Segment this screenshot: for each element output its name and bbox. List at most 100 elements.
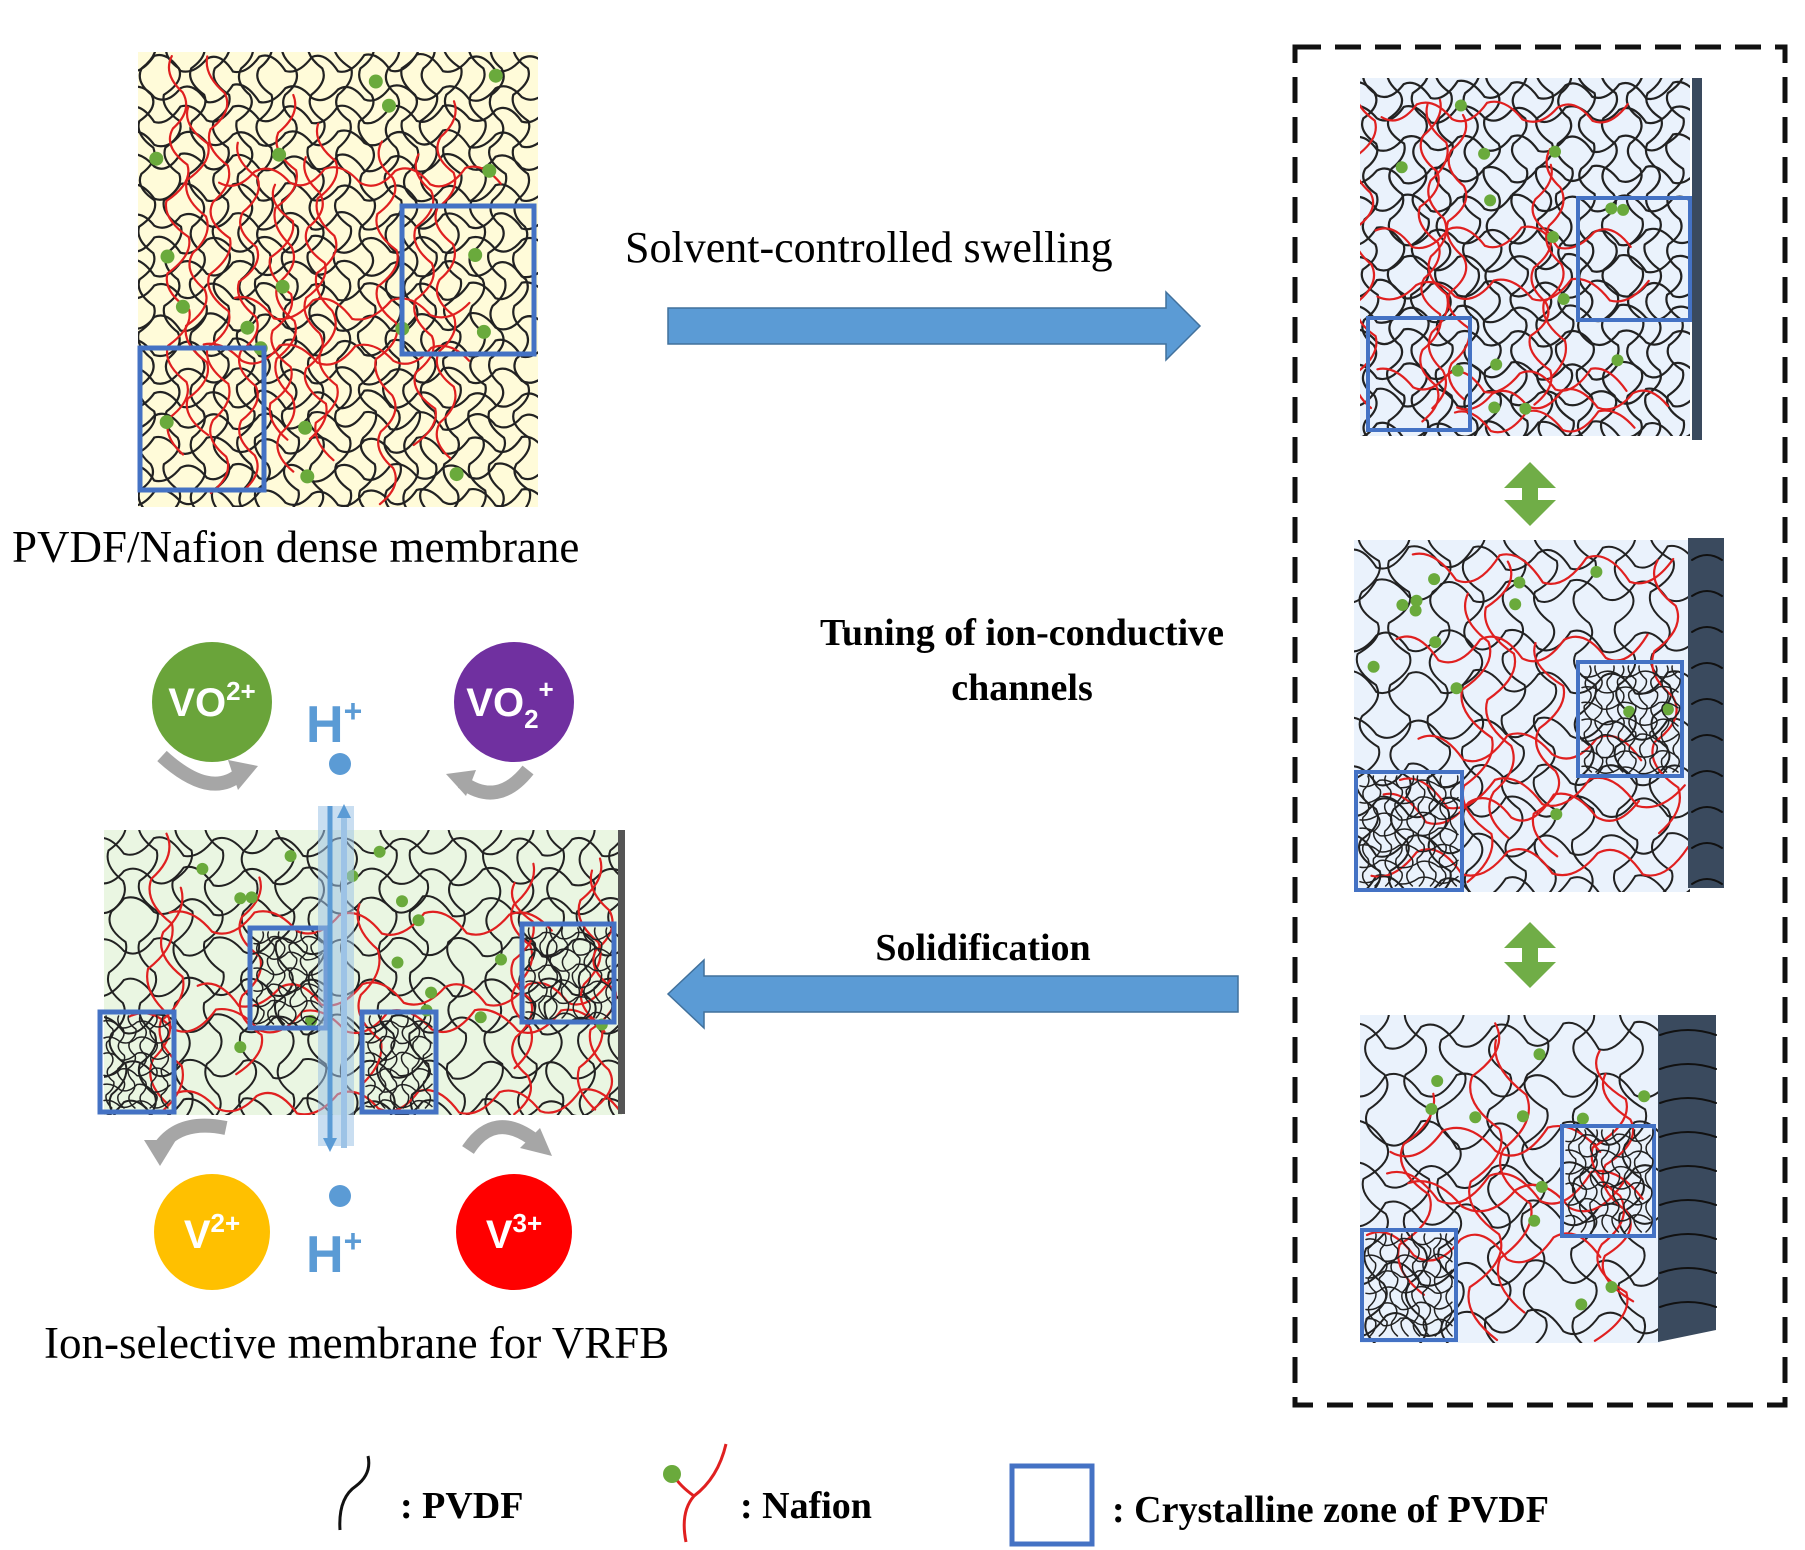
crystalline-chain	[1565, 1149, 1651, 1158]
nafion-bead	[476, 324, 491, 339]
crystalline-zone-box	[1360, 1228, 1458, 1342]
nafion-bead	[1519, 402, 1532, 415]
crystalline-chain	[138, 1015, 148, 1109]
dense-nafion-chains	[164, 55, 502, 506]
crystalline-zone-box	[137, 345, 267, 493]
crystalline-chain	[525, 995, 611, 1005]
crystalline-chain	[1660, 665, 1670, 773]
crystalline-chain	[422, 1015, 432, 1109]
tuning-label-line1: Tuning of ion-conductive	[820, 612, 1224, 654]
membrane-surface-chain	[1659, 1301, 1717, 1308]
crystalline-chain	[103, 1067, 171, 1077]
nafion-bead	[1429, 636, 1442, 649]
crystalline-chain	[1565, 1213, 1651, 1223]
pvdf-chain	[1360, 78, 1380, 436]
proton-label-top: H+	[306, 693, 362, 775]
pvdf-chain	[279, 52, 301, 507]
nafion-chain	[434, 100, 457, 460]
nafion-chain	[128, 1007, 606, 1035]
nafion-bead	[1410, 594, 1423, 607]
crystalline-chain	[299, 931, 309, 1025]
crystalline-chain	[1581, 701, 1679, 711]
pvdf-chain	[1554, 78, 1575, 436]
pvdf-chain	[356, 52, 378, 507]
crystalline-chain	[1565, 1133, 1651, 1143]
dense-nafion-beads	[149, 68, 503, 484]
pvdf-chain	[104, 936, 622, 958]
nafion-bead	[149, 151, 164, 166]
pvdf-chain	[138, 211, 538, 231]
pvdf-chain	[104, 836, 622, 858]
nafion-bead	[1535, 1180, 1548, 1193]
nafion-bead	[1409, 604, 1422, 617]
membrane-surface-chain	[1691, 734, 1723, 741]
crystalline-chain	[1359, 843, 1459, 853]
pvdf-chain	[543, 830, 565, 1115]
pvdf-chain	[1617, 1015, 1648, 1343]
crystalline-chain	[1581, 670, 1679, 678]
nafion-bead	[391, 956, 404, 969]
nafion-chain	[205, 55, 232, 495]
proton-channel	[318, 806, 354, 1146]
ion-selective-membrane-label: Ion-selective membrane for VRFB	[44, 1318, 669, 1368]
crystalline-zone-box	[1576, 660, 1684, 778]
pvdf-chain	[138, 410, 538, 431]
nafion-chain	[1483, 560, 1517, 840]
nafion-chain	[184, 106, 210, 437]
crystalline-chain	[288, 931, 298, 1025]
pvdf-chain	[1354, 668, 1690, 695]
pvdf-chain	[138, 311, 538, 333]
nafion-chain	[1395, 633, 1649, 664]
crystalline-chain	[1565, 1181, 1651, 1190]
pvdf-chain	[138, 52, 538, 74]
pvdf-chain	[575, 830, 597, 1115]
nafion-bead	[196, 862, 209, 875]
pvdf-chain	[1354, 762, 1690, 789]
membrane-surface-chain	[1659, 1063, 1717, 1070]
crystalline-chain	[378, 1015, 388, 1109]
nafion-bead	[1513, 576, 1526, 589]
pvdf-chain	[442, 52, 463, 507]
crystalline-chain	[1378, 1233, 1388, 1337]
pvdf-chain	[408, 830, 430, 1115]
svg-text:VO2+: VO2+	[168, 676, 255, 725]
crystalline-zone-box	[359, 1009, 439, 1115]
nafion-chain	[1531, 642, 1566, 858]
crystalline-chain	[1581, 765, 1679, 775]
crystalline-chain	[1581, 717, 1679, 727]
pvdf-chain	[138, 259, 538, 279]
membrane-surface-chain	[1659, 1199, 1717, 1206]
crystalline-chain	[253, 1015, 323, 1025]
nafion-chain	[1460, 592, 1494, 883]
nafion-chain	[233, 295, 471, 321]
pvdf-chain	[607, 835, 622, 1115]
nafion-bead	[1550, 808, 1563, 821]
nafion-bead	[1605, 202, 1618, 215]
pvdf-chain	[1436, 1015, 1467, 1343]
pvdf-chain	[1361, 420, 1690, 436]
pvdf-chain	[486, 52, 508, 507]
crystalline-chain	[1581, 749, 1679, 759]
redox-curved-arrow	[157, 750, 245, 791]
crystalline-chain	[1638, 665, 1648, 773]
crystalline-chain	[1600, 1129, 1610, 1233]
nafion-bead	[449, 467, 464, 482]
pvdf-chain	[138, 462, 538, 483]
crystalline-chain	[103, 1036, 171, 1044]
crystalline-chain	[1438, 775, 1447, 887]
nafion-chain	[1376, 367, 1628, 394]
crystalline-chain	[1365, 1269, 1453, 1279]
crystalline-chain	[103, 1019, 171, 1029]
pvdf-chain	[467, 52, 487, 507]
crystalline-chain	[1565, 1165, 1651, 1175]
membrane-surface-chain	[1659, 1097, 1717, 1104]
crystalline-chain	[527, 927, 537, 1019]
crystalline-chain	[525, 979, 611, 989]
nafion-chain	[1374, 225, 1632, 250]
membrane-surface-chain	[1691, 698, 1723, 705]
dense-pvdf-chains	[138, 52, 538, 507]
crystalline-chain	[1449, 775, 1459, 887]
crystalline-zone-box	[97, 1009, 177, 1115]
membrane-surface-chain	[1691, 770, 1723, 777]
legend-pvdf-symbol	[338, 1455, 371, 1531]
